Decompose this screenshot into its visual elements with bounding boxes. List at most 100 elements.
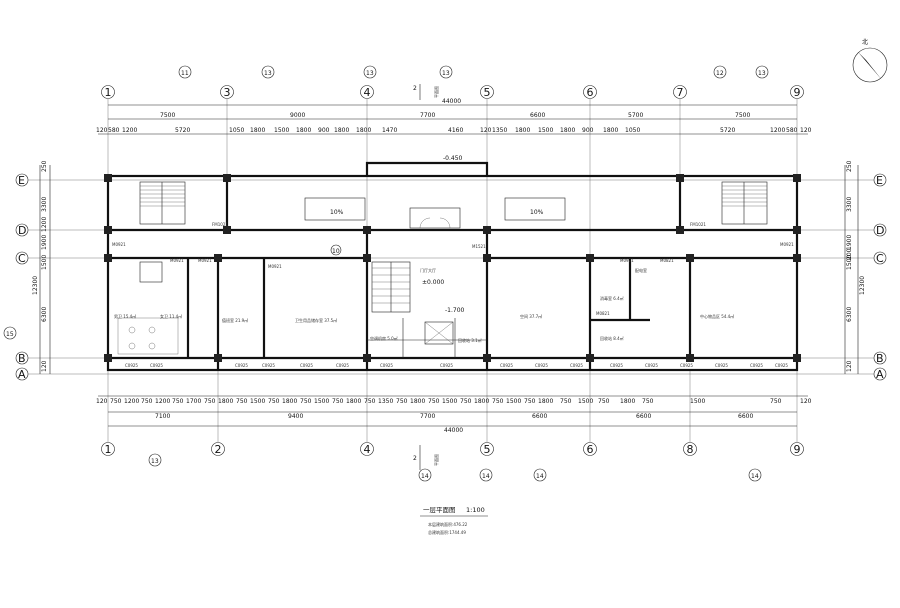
svg-text:14: 14 (751, 473, 759, 480)
north-arrow: 北 (852, 38, 888, 83)
svg-text:C0925: C0925 (235, 363, 248, 368)
svg-text:1200: 1200 (155, 398, 170, 405)
svg-text:1900: 1900 (846, 235, 853, 250)
svg-text:C0925: C0925 (336, 363, 349, 368)
svg-text:B: B (18, 352, 26, 365)
svg-text:M0921: M0921 (170, 258, 184, 263)
svg-text:2: 2 (215, 443, 222, 456)
svg-text:750: 750 (642, 398, 654, 405)
svg-text:4160: 4160 (448, 127, 463, 134)
axis-top-6: 6 (583, 85, 597, 99)
svg-text:1800: 1800 (474, 398, 489, 405)
svg-text:8: 8 (687, 443, 694, 456)
svg-text:1500: 1500 (538, 127, 553, 134)
svg-text:M0921: M0921 (198, 258, 212, 263)
svg-text:1500: 1500 (690, 398, 705, 405)
svg-text:1350: 1350 (492, 127, 507, 134)
svg-text:3300: 3300 (846, 197, 853, 212)
svg-text:6600: 6600 (636, 413, 651, 420)
callouts-bottom: 13 14 14 14 14 (148, 453, 762, 482)
svg-text:B: B (876, 352, 884, 365)
svg-text:1200: 1200 (122, 127, 137, 134)
svg-text:5: 5 (484, 443, 491, 456)
svg-text:1800: 1800 (296, 127, 311, 134)
structural-columns (104, 174, 801, 362)
svg-text:1800: 1800 (334, 127, 349, 134)
svg-text:A: A (18, 368, 26, 381)
svg-text:750: 750 (560, 398, 572, 405)
svg-text:12: 12 (716, 70, 724, 77)
svg-text:6300: 6300 (41, 307, 48, 322)
svg-text:1200: 1200 (124, 398, 139, 405)
axis-top-7: 7 (673, 85, 687, 99)
svg-text:C0925: C0925 (262, 363, 275, 368)
svg-text:4: 4 (364, 86, 371, 99)
svg-text:1500: 1500 (506, 398, 521, 405)
svg-text:M0921: M0921 (268, 264, 282, 269)
svg-text:750: 750 (268, 398, 280, 405)
svg-text:750: 750 (598, 398, 610, 405)
svg-text:1050: 1050 (229, 127, 244, 134)
svg-text:580: 580 (108, 127, 120, 134)
svg-text:C0925: C0925 (775, 363, 788, 368)
svg-text:750: 750 (204, 398, 216, 405)
svg-text:1800: 1800 (346, 398, 361, 405)
svg-text:6300: 6300 (846, 307, 853, 322)
svg-text:13: 13 (442, 70, 450, 77)
overall-dimension-top: 44000 (442, 98, 461, 105)
svg-text:200: 200 (846, 248, 853, 260)
stair-right (721, 181, 768, 225)
svg-text:120: 120 (41, 360, 48, 372)
drawing-note-1: 本层建筑面积:476.22 (428, 521, 468, 527)
axis-top-4: 4 (360, 85, 374, 99)
svg-text:120: 120 (96, 127, 108, 134)
svg-text:C0925: C0925 (535, 363, 548, 368)
svg-text:750: 750 (524, 398, 536, 405)
svg-text:C0925: C0925 (610, 363, 623, 368)
svg-text:C: C (18, 252, 26, 265)
svg-text:13: 13 (366, 70, 374, 77)
svg-text:750: 750 (396, 398, 408, 405)
axis-right: E D C B A (873, 173, 887, 381)
svg-text:1800: 1800 (282, 398, 297, 405)
room-hall: 门厅大厅 (420, 267, 436, 273)
svg-text:12300: 12300 (859, 276, 866, 295)
svg-text:900: 900 (318, 127, 330, 134)
svg-text:M0921: M0921 (112, 242, 126, 247)
callout-middle: 10 (330, 244, 342, 256)
svg-text:C0925: C0925 (150, 363, 163, 368)
room-labels: 门厅大厅 男卫 15.4㎡ 女卫 11.4㎡ 值班室 21.9㎡ 卫生用品储存室… (114, 267, 734, 343)
svg-text:1470: 1470 (382, 127, 397, 134)
svg-text:1500: 1500 (274, 127, 289, 134)
svg-text:9: 9 (794, 443, 801, 456)
svg-text:11: 11 (181, 70, 189, 77)
svg-text:1800: 1800 (560, 127, 575, 134)
stair-left (139, 181, 186, 225)
svg-text:±0.000: ±0.000 (422, 279, 444, 286)
axis-grid-lines (107, 99, 798, 442)
svg-text:120: 120 (96, 398, 108, 405)
svg-text:750: 750 (110, 398, 122, 405)
svg-text:750: 750 (236, 398, 248, 405)
svg-text:4: 4 (364, 443, 371, 456)
drawing-title: 一层平面图 (423, 506, 456, 514)
svg-text:1200: 1200 (770, 127, 785, 134)
svg-text:C0925: C0925 (570, 363, 583, 368)
svg-text:580: 580 (786, 127, 798, 134)
svg-text:9400: 9400 (288, 413, 303, 420)
axis-top-1: 1 (101, 85, 115, 99)
svg-text:6600: 6600 (738, 413, 753, 420)
dimension-left: 250 3300 1200 1900 1500 12300 6300 120 (32, 160, 51, 374)
axis-bottom-1: 1 (101, 442, 115, 456)
svg-text:M1521: M1521 (472, 244, 486, 249)
svg-text:250: 250 (41, 160, 48, 172)
svg-text:6: 6 (587, 443, 594, 456)
svg-text:7500: 7500 (735, 112, 750, 119)
svg-text:FM1021: FM1021 (690, 222, 706, 227)
svg-text:1500: 1500 (442, 398, 457, 405)
drawing-scale: 1:100 (466, 506, 485, 514)
svg-text:3: 3 (224, 86, 231, 99)
svg-text:7100: 7100 (155, 413, 170, 420)
svg-text:2: 2 (413, 455, 417, 462)
